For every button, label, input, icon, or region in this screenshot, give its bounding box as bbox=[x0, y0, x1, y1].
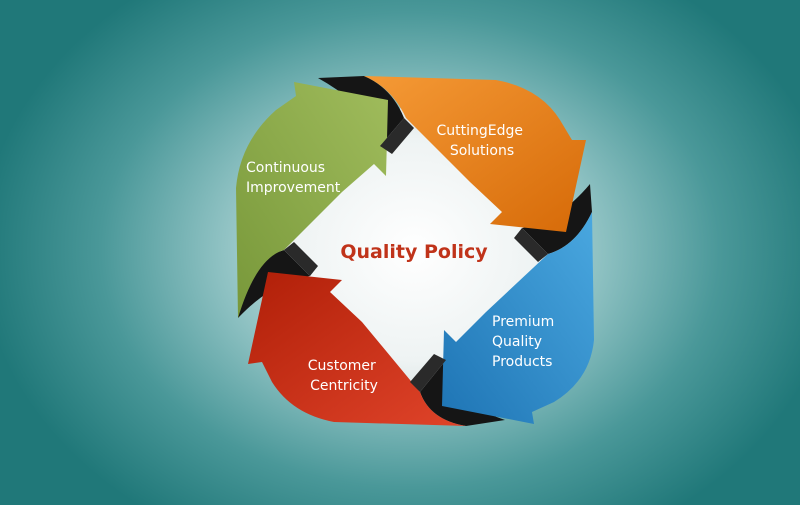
ribbon-fold-bottom bbox=[420, 360, 505, 426]
label-customer-centricity-line-1: Customer bbox=[308, 358, 376, 374]
label-premium-quality-line-1: Premium bbox=[492, 314, 554, 330]
label-continuous-improvement-line-1: Continuous bbox=[246, 160, 325, 176]
inner-shadow-bottom bbox=[410, 354, 446, 392]
continuous-improvement-arrow bbox=[236, 82, 388, 318]
label-cutting-edge-line-2: Solutions bbox=[450, 143, 514, 159]
label-continuous-improvement-line-2: Improvement bbox=[246, 180, 341, 196]
premium-quality-arrow bbox=[442, 212, 594, 424]
inner-shadow-top bbox=[380, 118, 414, 154]
label-cutting-edge: CuttingEdge Solutions bbox=[437, 123, 528, 159]
label-customer-centricity: Customer Centricity bbox=[308, 358, 380, 394]
cutting-edge-arrow bbox=[364, 76, 586, 232]
customer-centricity-arrow bbox=[248, 272, 466, 426]
label-premium-quality-line-2: Quality bbox=[492, 334, 542, 350]
label-continuous-improvement: Continuous Improvement bbox=[246, 160, 341, 196]
center-title: Quality Policy bbox=[340, 241, 488, 263]
label-cutting-edge-line-1: CuttingEdge bbox=[437, 123, 524, 139]
inner-shadow-left bbox=[284, 242, 318, 276]
label-premium-quality: Premium Quality Products bbox=[492, 314, 559, 370]
label-customer-centricity-line-2: Centricity bbox=[310, 378, 378, 394]
inner-shadow-right bbox=[514, 228, 548, 262]
label-premium-quality-line-3: Products bbox=[492, 354, 552, 370]
